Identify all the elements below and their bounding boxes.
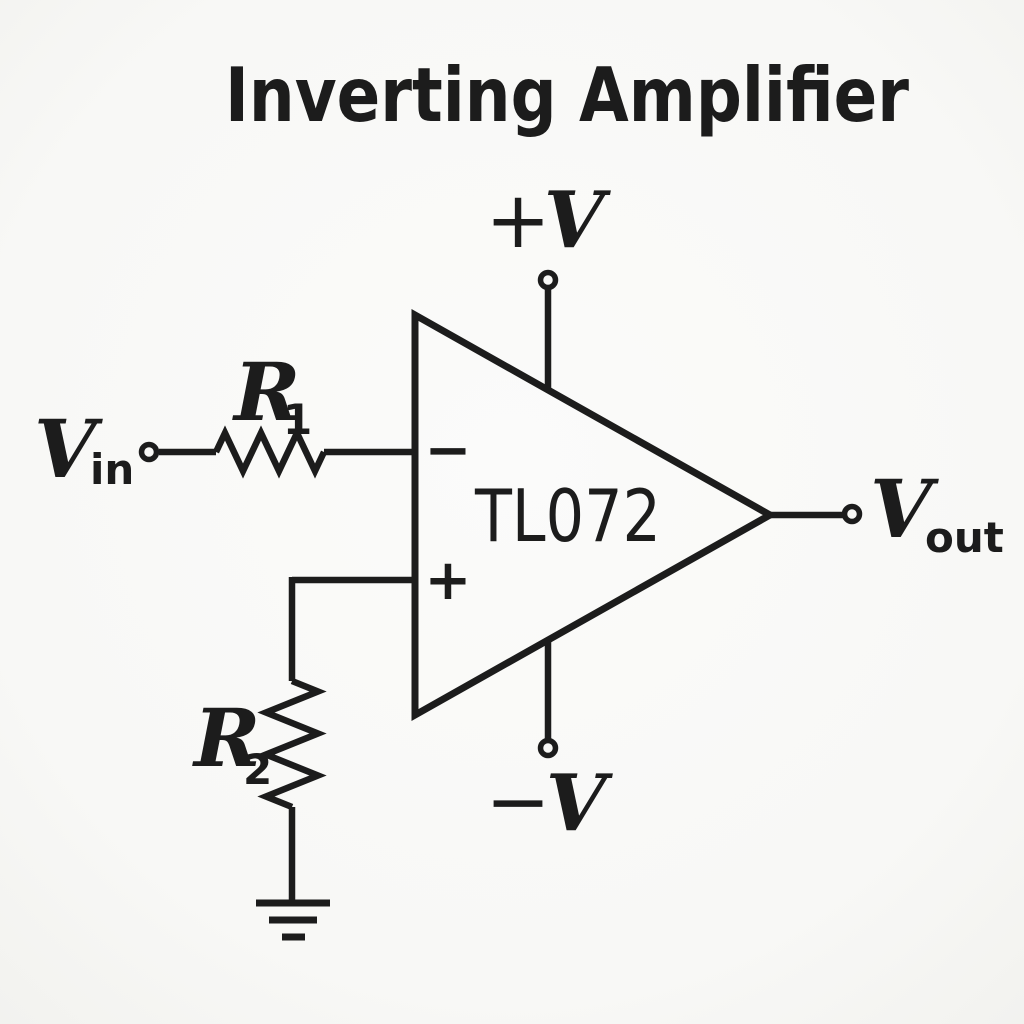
- resistor-r1-icon: [213, 425, 327, 479]
- diagram-title: Inverting Amplifier: [225, 51, 909, 139]
- label-pos-supply-symbol: V: [544, 175, 612, 266]
- label-pos-supply-sign: +: [485, 176, 550, 266]
- terminal-vin-icon: [138, 441, 160, 463]
- label-vout-subscript: out: [925, 513, 1004, 562]
- label-r2-subscript: 2: [243, 745, 272, 794]
- label-vin-subscript: in: [90, 445, 134, 494]
- resistor-r2-icon: [257, 677, 327, 811]
- label-vout: V: [870, 462, 939, 556]
- terminal-vout-icon: [841, 503, 863, 525]
- label-neg-supply-symbol: V: [546, 758, 614, 849]
- label-r1-subscript: 1: [283, 395, 312, 444]
- terminal-pos-supply-icon: [537, 269, 559, 291]
- noninverting-input-marker: +: [425, 548, 472, 613]
- opamp-part-number: TL072: [474, 474, 661, 558]
- label-neg-supply-sign: −: [485, 757, 550, 847]
- label-r1: R: [232, 345, 300, 439]
- inverting-input-marker: −: [425, 418, 472, 483]
- label-r2: R: [192, 691, 260, 785]
- opamp-triangle-icon: [411, 309, 778, 721]
- label-vin: V: [34, 402, 103, 496]
- terminal-neg-supply-icon: [537, 737, 559, 759]
- ground-icon: [256, 899, 330, 941]
